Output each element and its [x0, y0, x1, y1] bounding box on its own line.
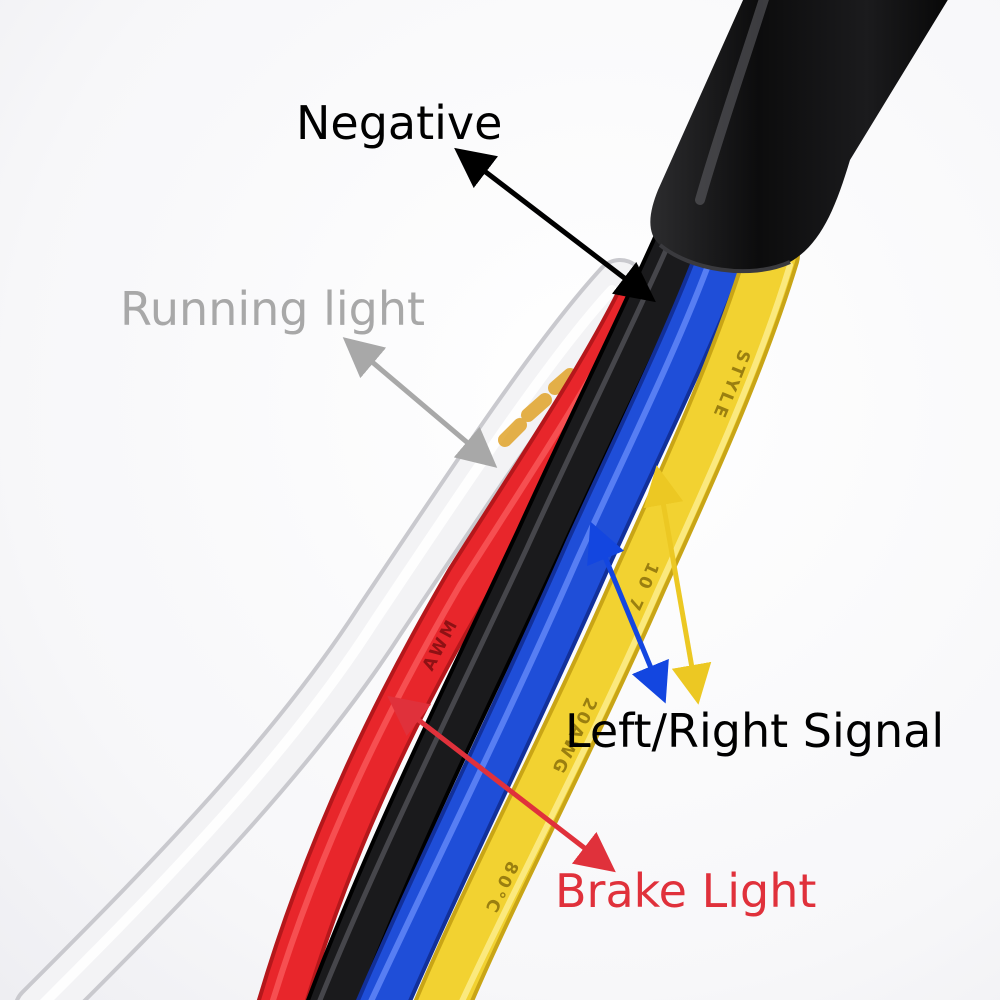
white-wire — [15, 258, 647, 1000]
left-right-signal-label: Left/Right Signal — [565, 704, 945, 758]
negative-label: Negative — [296, 96, 503, 150]
cable-sheath — [650, 0, 948, 274]
brake-light-label: Brake Light — [555, 864, 817, 918]
blue-wire — [356, 219, 751, 1000]
running-light-label: Running light — [120, 282, 426, 336]
running-light-arrow — [342, 337, 498, 468]
black-wire — [305, 214, 706, 1000]
brake-light-arrow — [387, 695, 616, 873]
signal-yellow-arrow — [643, 465, 712, 705]
negative-arrow — [454, 147, 656, 303]
